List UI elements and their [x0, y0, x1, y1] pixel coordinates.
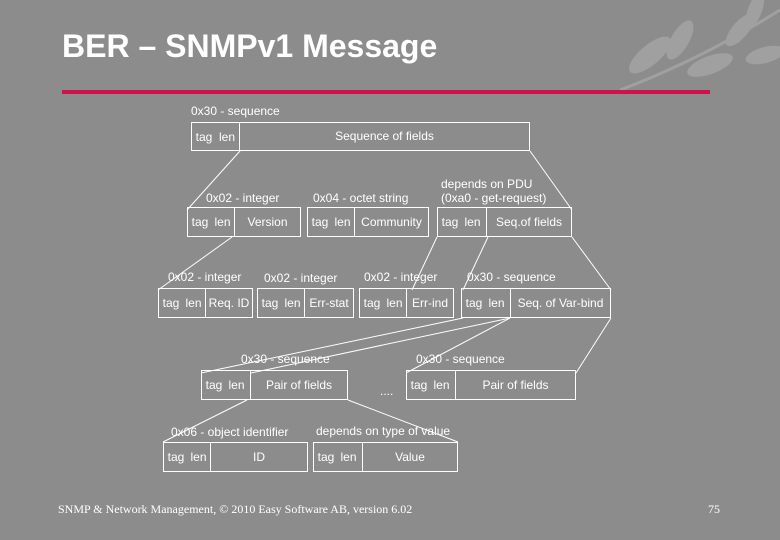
content-cell: Sequence of fields [239, 123, 529, 150]
tag-cell: tag [465, 296, 483, 310]
content-cell: Version [234, 208, 300, 236]
varbind-pair-box-1: tag len Pair of fields [201, 370, 348, 400]
len-cell: len [464, 215, 481, 229]
content-cell: ID [210, 443, 307, 471]
tag-cell: tag [191, 215, 209, 229]
footer-text: SNMP & Network Management, © 2010 Easy S… [58, 502, 413, 516]
tag-cell: tag [162, 296, 180, 310]
tag-cell: tag [317, 450, 335, 464]
len-cell: len [488, 296, 505, 310]
len-cell: len [228, 378, 245, 392]
tag-cell: tag [410, 378, 428, 392]
varbind-type-label: 0x30 - sequence [467, 270, 556, 284]
varbind-2-type-label: 0x30 - sequence [416, 352, 505, 366]
req-id-type-label: 0x02 - integer [168, 270, 242, 284]
tag-cell: tag [195, 129, 213, 144]
message-sequence-box: tag len Sequence of fields [191, 122, 530, 151]
oid-type-label: 0x06 - object identifier [171, 425, 289, 439]
content-cell: Community [354, 208, 428, 236]
tag-cell: tag [205, 378, 223, 392]
page-number: 75 [708, 502, 720, 516]
value-type-label: depends on type of value [316, 424, 451, 438]
tag-cell: tag [311, 215, 329, 229]
req-id-box: tag len Req. ID [158, 288, 253, 318]
page-title: BER – SNMPv1 Message [62, 28, 438, 64]
content-cell: Req. ID [205, 289, 252, 317]
value-box: tag len Value [313, 442, 458, 472]
oid-box: tag len ID [163, 442, 308, 472]
content-cell: Err-ind [406, 289, 453, 317]
leaf-icon [619, 0, 780, 92]
pdu-box: tag len Seq.of fields [437, 207, 572, 237]
len-cell: len [218, 129, 235, 144]
top-sequence-label: 0x30 - sequence [191, 104, 280, 118]
tag-cell: tag [261, 296, 279, 310]
ellipsis-label: .... [380, 384, 394, 398]
len-cell: len [433, 378, 450, 392]
community-box: tag len Community [307, 207, 429, 237]
err-ind-box: tag len Err-ind [359, 288, 454, 318]
len-cell: len [185, 296, 202, 310]
content-cell: Pair of fields [455, 371, 575, 399]
version-box: tag len Version [187, 207, 301, 237]
title-divider [62, 90, 710, 94]
pdu-type-label-2: (0xa0 - get-request) [441, 191, 547, 205]
tag-cell: tag [441, 215, 459, 229]
err-stat-box: tag len Err-stat [257, 288, 354, 318]
err-ind-type-label: 0x02 - integer [364, 270, 438, 284]
content-cell: Pair of fields [250, 371, 347, 399]
varbind-pair-box-2: tag len Pair of fields [406, 370, 576, 400]
pdu-type-label: depends on PDU [441, 177, 533, 191]
version-type-label: 0x02 - integer [206, 191, 280, 205]
content-cell: Seq. of Var-bind [510, 289, 610, 317]
varbind-list-box: tag len Seq. of Var-bind [461, 288, 611, 318]
community-type-label: 0x04 - octet string [313, 191, 409, 205]
tag-cell: tag [167, 450, 185, 464]
len-cell: len [340, 450, 357, 464]
len-cell: len [334, 215, 351, 229]
tag-cell: tag [363, 296, 381, 310]
content-cell: Value [362, 443, 457, 471]
len-cell: len [190, 450, 207, 464]
content-cell: Seq.of fields [486, 208, 571, 236]
len-cell: len [284, 296, 301, 310]
varbind-1-type-label: 0x30 - sequence [241, 352, 330, 366]
len-cell: len [386, 296, 403, 310]
err-stat-type-label: 0x02 - integer [264, 271, 338, 285]
len-cell: len [214, 215, 231, 229]
content-cell: Err-stat [304, 289, 353, 317]
